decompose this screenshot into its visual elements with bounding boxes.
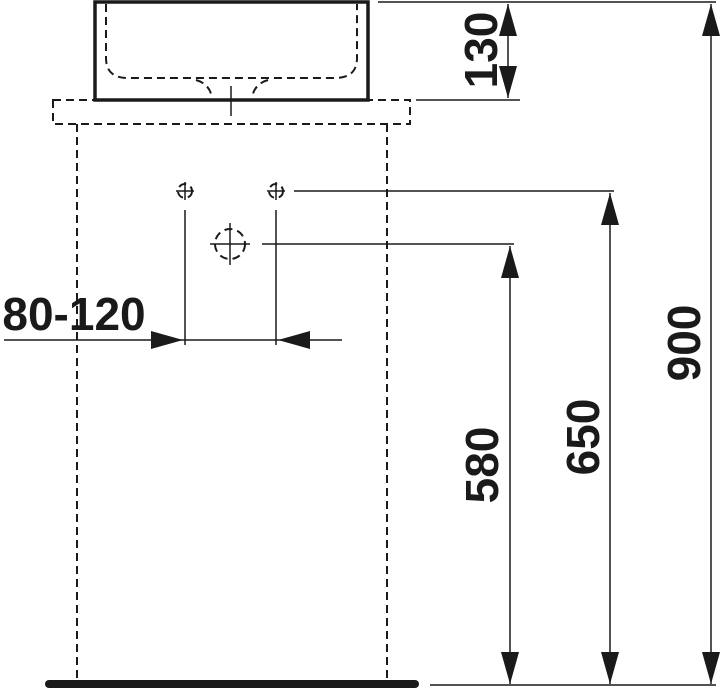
vanity-unit	[76, 124, 388, 680]
dimension-waste-height: 580	[456, 246, 519, 684]
total-height-label: 900	[658, 305, 710, 382]
basin-height-label: 130	[455, 12, 507, 89]
tap-hole-height-label: 650	[557, 399, 609, 476]
tap-hole-left-symbol	[176, 182, 194, 200]
countertop	[52, 99, 411, 125]
dimension-total-height: 900	[658, 4, 720, 684]
waste-height-label: 580	[456, 427, 508, 504]
dimension-basin-height: 130	[455, 4, 517, 98]
tap-hole-right-symbol	[267, 182, 285, 200]
dimension-tap-spacing: 80-120	[2, 288, 342, 349]
tap-spacing-label: 80-120	[2, 288, 145, 340]
washbasin	[93, 0, 370, 116]
waste-outlet-symbol	[210, 223, 250, 265]
dimension-tap-hole-height: 650	[557, 193, 619, 684]
extension-lines	[184, 1, 716, 686]
floor-line	[45, 680, 419, 688]
